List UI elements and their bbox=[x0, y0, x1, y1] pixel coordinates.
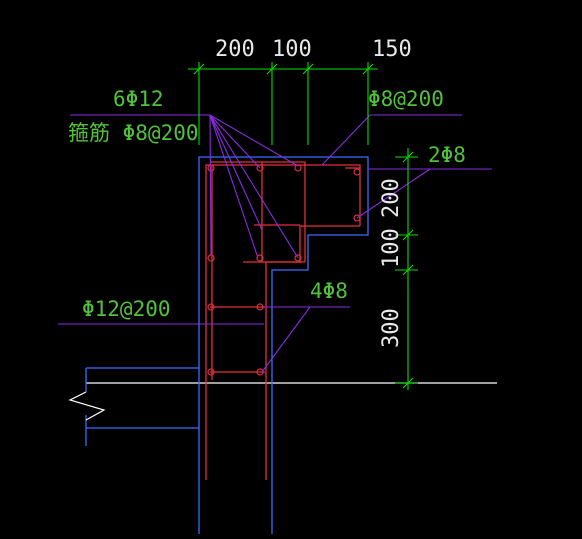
bar-dot bbox=[256, 368, 264, 376]
rebar-outer-return bbox=[265, 225, 360, 480]
dim-right-1: 200 bbox=[379, 178, 404, 218]
bar-dot bbox=[353, 214, 361, 222]
rebar-outer-vertical bbox=[205, 164, 361, 480]
label-wall-vertical: Φ12@200 bbox=[82, 297, 171, 321]
label-main-bars: 6Φ12 bbox=[113, 87, 164, 111]
concrete-outline bbox=[85, 156, 369, 534]
bar-dot bbox=[256, 164, 264, 172]
dim-right-tick-3 bbox=[402, 264, 414, 276]
dim-top-tick-1 bbox=[193, 63, 205, 75]
dim-top-1: 200 bbox=[215, 37, 255, 62]
label-top-distribution: Φ8@200 bbox=[368, 87, 444, 111]
dimension-texts: 200 100 150 200 100 300 bbox=[215, 37, 412, 348]
leader-corner bbox=[356, 168, 431, 219]
bar-dot bbox=[353, 168, 361, 176]
dim-right-3: 300 bbox=[379, 308, 404, 348]
leader-main-3 bbox=[209, 114, 299, 259]
leader-main-6 bbox=[209, 114, 263, 231]
dimension-lines bbox=[188, 62, 418, 390]
label-stirrups: 箍筋 Φ8@200 bbox=[68, 121, 199, 145]
leader-main-2 bbox=[209, 114, 259, 259]
bar-dot bbox=[207, 303, 215, 311]
dim-top-tick-4 bbox=[362, 63, 374, 75]
dim-top-tick-2 bbox=[266, 63, 278, 75]
wall-outline-left bbox=[198, 156, 369, 534]
bar-dot bbox=[294, 254, 302, 262]
leader-main-4 bbox=[209, 114, 261, 169]
leader-top-dist bbox=[321, 114, 371, 166]
bar-dot bbox=[256, 254, 264, 262]
dim-top-3: 150 bbox=[372, 37, 412, 62]
label-lower-bars: 4Φ8 bbox=[310, 279, 348, 303]
bar-dot bbox=[207, 368, 215, 376]
dim-top-tick-3 bbox=[302, 63, 314, 75]
dim-right-2: 100 bbox=[379, 228, 404, 268]
dim-right-tick-2 bbox=[402, 229, 414, 241]
label-corner-bars: 2Φ8 bbox=[428, 143, 466, 167]
rebar-stirrup-top bbox=[210, 161, 306, 262]
bar-dot bbox=[256, 303, 264, 311]
break-line bbox=[68, 391, 106, 421]
dim-top-2: 100 bbox=[272, 37, 312, 62]
rebar-group bbox=[205, 161, 361, 480]
leader-lower bbox=[261, 306, 311, 373]
break-line-symbol bbox=[68, 391, 106, 421]
bar-dot bbox=[207, 254, 215, 262]
leader-main-1 bbox=[209, 114, 212, 256]
leader-main-5 bbox=[209, 114, 299, 167]
bar-dot bbox=[207, 164, 215, 172]
rebar-dots bbox=[207, 164, 361, 376]
bar-dot bbox=[294, 164, 302, 172]
dim-right-tick-4 bbox=[402, 377, 414, 389]
leader-lines bbox=[58, 114, 492, 373]
annotation-labels: 6Φ12 箍筋 Φ8@200 Φ8@200 2Φ8 Φ12@200 4Φ8 bbox=[68, 87, 466, 321]
dim-right-tick-1 bbox=[402, 151, 414, 163]
